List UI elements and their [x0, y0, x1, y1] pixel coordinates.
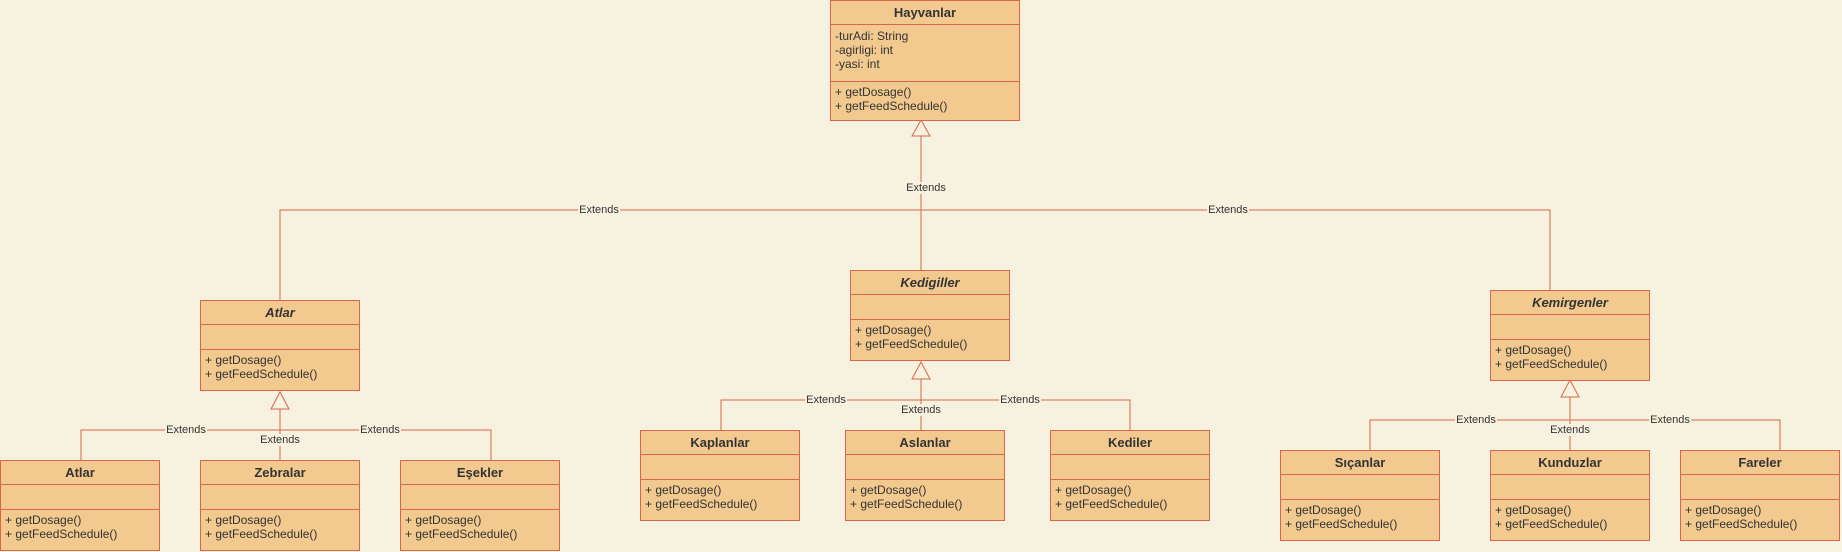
class-title: Fareler: [1681, 451, 1839, 475]
class-attributes: [1, 485, 159, 510]
extends-label: Extends: [900, 404, 942, 416]
class-operations: + getDosage() + getFeedSchedule(): [1281, 500, 1439, 534]
extends-label: Extends: [1455, 414, 1497, 426]
class-title: Kedigiller: [851, 271, 1009, 295]
operation: + getFeedSchedule(): [835, 99, 948, 113]
class-fareler[interactable]: Fareler + getDosage() + getFeedSchedule(…: [1680, 450, 1840, 541]
class-aslanlar[interactable]: Aslanlar + getDosage() + getFeedSchedule…: [845, 430, 1005, 521]
class-attributes: [401, 485, 559, 510]
generalization-arrow: [1560, 378, 1580, 398]
operation: + getDosage(): [835, 85, 912, 99]
class-title: Zebralar: [201, 461, 359, 485]
extends-label: Extends: [165, 424, 207, 436]
class-kaplanlar[interactable]: Kaplanlar + getDosage() + getFeedSchedul…: [640, 430, 800, 521]
class-title: Atlar: [201, 301, 359, 325]
class-operations: + getDosage() + getFeedSchedule(): [831, 82, 1019, 116]
extends-label: Extends: [359, 424, 401, 436]
generalization-arrow: [911, 118, 931, 137]
class-hayvanlar[interactable]: Hayvanlar -turAdi: String -agirligi: int…: [830, 0, 1020, 121]
attribute: -turAdi: String: [835, 29, 909, 43]
extends-label: Extends: [999, 394, 1041, 406]
class-kedigiller[interactable]: Kedigiller + getDosage() + getFeedSchedu…: [850, 270, 1010, 361]
operation: + getFeedSchedule(): [1495, 357, 1608, 371]
class-operations: + getDosage() + getFeedSchedule(): [846, 480, 1004, 514]
extends-label: Extends: [1207, 204, 1249, 216]
class-operations: + getDosage() + getFeedSchedule(): [1491, 340, 1649, 374]
class-operations: + getDosage() + getFeedSchedule(): [1, 510, 159, 544]
extends-label: Extends: [905, 182, 947, 194]
operation: + getDosage(): [205, 513, 282, 527]
class-kemirgenler[interactable]: Kemirgenler + getDosage() + getFeedSched…: [1490, 290, 1650, 381]
class-attributes: [846, 455, 1004, 480]
class-title: Sıçanlar: [1281, 451, 1439, 475]
operation: + getFeedSchedule(): [1685, 517, 1798, 531]
class-operations: + getDosage() + getFeedSchedule(): [201, 510, 359, 544]
class-title: Kemirgenler: [1491, 291, 1649, 315]
operation: + getFeedSchedule(): [1495, 517, 1608, 531]
class-operations: + getDosage() + getFeedSchedule(): [1681, 500, 1839, 534]
generalization-arrow: [911, 360, 931, 380]
class-attributes: [1281, 475, 1439, 500]
extends-label: Extends: [578, 204, 620, 216]
class-operations: + getDosage() + getFeedSchedule(): [851, 320, 1009, 354]
operation: + getFeedSchedule(): [405, 527, 518, 541]
extends-label: Extends: [1549, 424, 1591, 436]
class-operations: + getDosage() + getFeedSchedule(): [401, 510, 559, 544]
class-attributes: [851, 295, 1009, 320]
class-attributes: [641, 455, 799, 480]
operation: + getDosage(): [1495, 343, 1572, 357]
operation: + getFeedSchedule(): [855, 337, 968, 351]
class-attributes: [1491, 475, 1649, 500]
operation: + getDosage(): [850, 483, 927, 497]
class-kunduzlar[interactable]: Kunduzlar + getDosage() + getFeedSchedul…: [1490, 450, 1650, 541]
operation: + getDosage(): [1495, 503, 1572, 517]
class-title: Atlar: [1, 461, 159, 485]
class-attributes: [1491, 315, 1649, 340]
attribute: -yasi: int: [835, 57, 880, 71]
class-title: Kaplanlar: [641, 431, 799, 455]
class-title: Aslanlar: [846, 431, 1004, 455]
class-attributes: [1051, 455, 1209, 480]
class-attributes: [1681, 475, 1839, 500]
operation: + getFeedSchedule(): [645, 497, 758, 511]
class-esekler[interactable]: Eşekler + getDosage() + getFeedSchedule(…: [400, 460, 560, 551]
generalization-arrow: [270, 390, 290, 410]
extends-label: Extends: [1649, 414, 1691, 426]
attribute: -agirligi: int: [835, 43, 894, 57]
operation: + getDosage(): [855, 323, 932, 337]
class-title: Hayvanlar: [831, 1, 1019, 25]
extends-label: Extends: [259, 434, 301, 446]
operation: + getFeedSchedule(): [850, 497, 963, 511]
class-operations: + getDosage() + getFeedSchedule(): [1491, 500, 1649, 534]
operation: + getDosage(): [205, 353, 282, 367]
class-operations: + getDosage() + getFeedSchedule(): [641, 480, 799, 514]
operation: + getFeedSchedule(): [1285, 517, 1398, 531]
operation: + getDosage(): [5, 513, 82, 527]
operation: + getDosage(): [645, 483, 722, 497]
class-title: Kediler: [1051, 431, 1209, 455]
class-zebralar[interactable]: Zebralar + getDosage() + getFeedSchedule…: [200, 460, 360, 551]
class-kediler[interactable]: Kediler + getDosage() + getFeedSchedule(…: [1050, 430, 1210, 521]
operation: + getDosage(): [1685, 503, 1762, 517]
extends-label: Extends: [805, 394, 847, 406]
operation: + getDosage(): [1285, 503, 1362, 517]
operation: + getFeedSchedule(): [205, 527, 318, 541]
class-attributes: [201, 485, 359, 510]
class-sicanlar[interactable]: Sıçanlar + getDosage() + getFeedSchedule…: [1280, 450, 1440, 541]
class-title: Kunduzlar: [1491, 451, 1649, 475]
operation: + getDosage(): [405, 513, 482, 527]
class-attributes: [201, 325, 359, 350]
class-attributes: -turAdi: String -agirligi: int -yasi: in…: [831, 25, 1019, 82]
operation: + getDosage(): [1055, 483, 1132, 497]
operation: + getFeedSchedule(): [1055, 497, 1168, 511]
operation: + getFeedSchedule(): [5, 527, 118, 541]
class-atlar[interactable]: Atlar + getDosage() + getFeedSchedule(): [0, 460, 160, 551]
class-operations: + getDosage() + getFeedSchedule(): [1051, 480, 1209, 514]
operation: + getFeedSchedule(): [205, 367, 318, 381]
class-atlar-abstract[interactable]: Atlar + getDosage() + getFeedSchedule(): [200, 300, 360, 391]
class-title: Eşekler: [401, 461, 559, 485]
class-operations: + getDosage() + getFeedSchedule(): [201, 350, 359, 384]
